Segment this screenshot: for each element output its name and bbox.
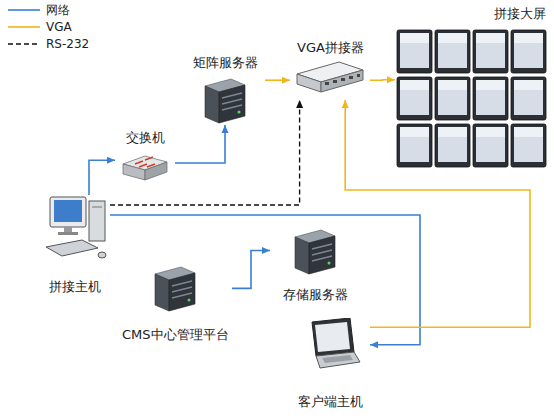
legend-samples	[0, 0, 554, 60]
vga-link	[370, 76, 395, 83]
arrowhead	[370, 341, 378, 348]
network-link	[89, 157, 115, 195]
network-link-line	[110, 215, 420, 345]
cms-platform: CMS中心管理平台	[119, 265, 232, 343]
vga-link-line	[345, 100, 530, 327]
server-icon	[293, 228, 337, 276]
device-label: CMS中心管理平台	[120, 327, 231, 343]
legend-line-network	[8, 9, 40, 11]
network-link-line	[89, 160, 115, 195]
wall-icon	[395, 28, 548, 170]
arrowhead	[342, 100, 349, 108]
device-label: VGA拼接器	[295, 40, 366, 56]
device-label: 矩阵服务器	[191, 55, 260, 71]
arrowhead	[107, 157, 115, 164]
vga-link	[342, 100, 530, 327]
arrowhead	[296, 100, 303, 108]
arrowhead	[262, 247, 270, 254]
device-label: 拼接主机	[47, 279, 103, 295]
legend-text: 网络	[46, 3, 70, 17]
network-link-line	[175, 125, 225, 163]
switcher-icon	[121, 152, 169, 182]
network-switch: 交换机	[115, 130, 175, 185]
arrowhead	[282, 77, 290, 84]
matrix-server: 矩阵服务器	[185, 55, 265, 125]
server-icon	[203, 77, 247, 125]
video-wall: 拼接大屏	[395, 6, 548, 170]
legend-line-rs232	[8, 43, 40, 44]
legend-line-vga	[8, 26, 40, 28]
legend-text: RS-232	[46, 37, 89, 51]
pc-icon	[42, 195, 108, 267]
device-label: 交换机	[124, 130, 167, 146]
network-link	[175, 125, 229, 163]
splicer-icon	[295, 60, 365, 98]
splice-host: 拼接主机	[40, 195, 110, 295]
device-label: 客户端主机	[296, 394, 365, 410]
arrowhead	[387, 76, 395, 83]
storage-server: 存储服务器	[270, 228, 360, 303]
device-label: 拼接大屏	[492, 6, 548, 22]
network-link	[232, 247, 270, 288]
legend-text: VGA	[46, 20, 72, 34]
device-label: 存储服务器	[281, 287, 350, 303]
network-link-line	[232, 251, 270, 289]
vga-splicer: VGA拼接器	[290, 40, 370, 100]
vga-link	[265, 77, 290, 84]
arrowhead	[222, 125, 229, 133]
laptop-icon	[298, 318, 362, 378]
server-icon	[153, 265, 197, 313]
client-host: 客户端主机	[290, 318, 370, 410]
network-link	[110, 215, 420, 348]
